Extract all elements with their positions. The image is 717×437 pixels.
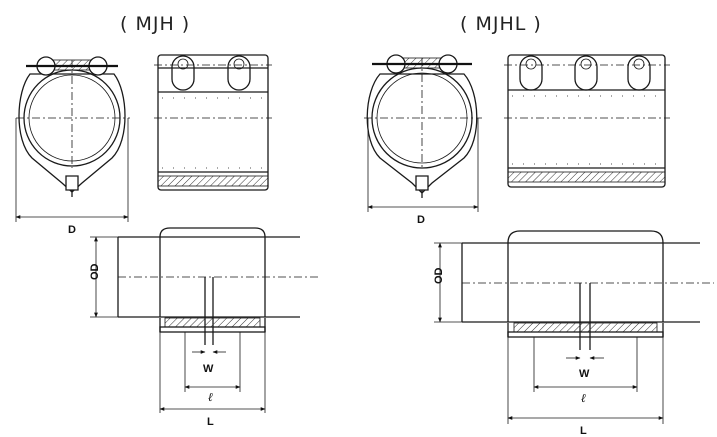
mjhl-d-label: D [417, 214, 425, 226]
mjh-l-dimension: ℓ [184, 332, 241, 404]
mjh-side-view [16, 56, 130, 197]
mjhl-od-label: OD [433, 267, 445, 284]
mjhl-od-dimension: OD [433, 242, 462, 323]
mjhl-d-dimension: D [367, 118, 479, 226]
mjhl-section-view [461, 230, 714, 350]
mjhl-front-view [504, 54, 670, 188]
mjh-od-label: OD [89, 263, 101, 280]
mjh-big-l-dimension: L [159, 332, 266, 428]
mjh-od-dimension: OD [89, 236, 118, 318]
mjhl-w-label: W [579, 368, 590, 380]
mjh-d-dimension: D [15, 118, 129, 236]
mjh-l-label: ℓ [208, 390, 213, 404]
mjhl-group: ( MJHL ) [364, 13, 714, 437]
mjhl-big-l-dimension: L [507, 337, 664, 437]
mjhl-l-label: ℓ [581, 391, 586, 405]
mjhl-l-dimension: ℓ [533, 337, 638, 405]
mjh-w-dimension: W [192, 350, 226, 375]
mjh-group: ( MJH ) [15, 13, 318, 428]
mjh-d-label: D [68, 224, 76, 236]
mjh-section-view [117, 227, 318, 345]
mjh-big-l-label: L [207, 416, 214, 428]
mjh-title: ( MJH ) [120, 13, 190, 35]
mjh-w-label: W [203, 363, 214, 375]
mjhl-title: ( MJHL ) [460, 13, 542, 35]
mjhl-w-dimension: W [566, 356, 604, 380]
mjh-front-view [154, 54, 272, 191]
mjhl-big-l-label: L [580, 425, 587, 437]
mjhl-side-view [364, 54, 482, 198]
